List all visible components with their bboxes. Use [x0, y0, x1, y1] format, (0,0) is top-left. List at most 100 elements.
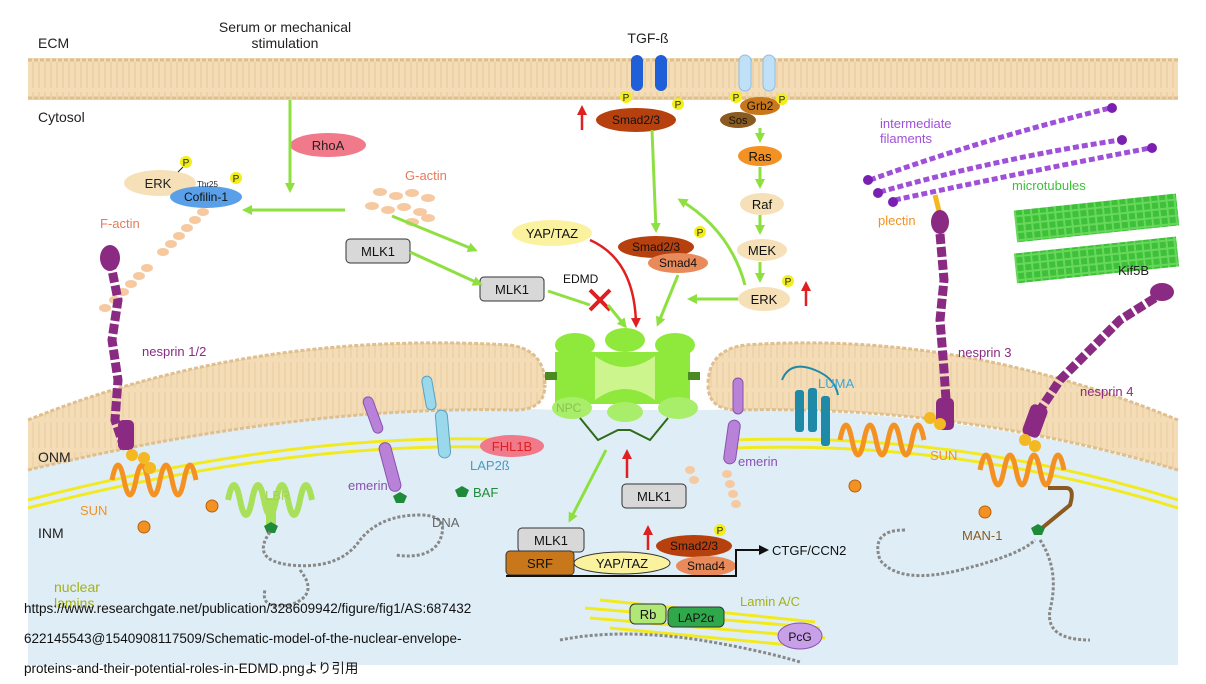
- sun-left-heads: [126, 449, 156, 474]
- smad23-membrane-label: Smad2/3: [612, 113, 660, 127]
- intermediate-filaments-label-line-1: intermediate: [880, 116, 952, 131]
- phospho-rtk-a-text: P: [733, 93, 740, 104]
- erk-label: ERK: [751, 292, 778, 307]
- actin-right: [722, 470, 741, 508]
- erk-left-label: ERK: [145, 176, 172, 191]
- region-onm: ONM: [38, 449, 71, 465]
- raf-ellipse: [740, 193, 784, 215]
- citation-line3[interactable]: proteins-and-their-potential-roles-in-ED…: [24, 661, 359, 676]
- dna-label: DNA: [432, 515, 460, 530]
- phospho-erk-left-text: P: [183, 158, 190, 169]
- sos-ellipse: [720, 112, 756, 128]
- rb-label: Rb: [640, 607, 657, 622]
- nesprin4-label: nesprin 4: [1080, 384, 1133, 399]
- emerin-left-label: emerin: [348, 478, 388, 493]
- rtk-receptor: [738, 54, 776, 92]
- smad23-nucleus-label: Smad2/3: [670, 539, 718, 553]
- red-arrows: [589, 238, 653, 550]
- cofilin-label: Cofilin-1: [184, 190, 228, 204]
- edmd-label: EDMD: [563, 272, 599, 286]
- dna-bottom: [559, 632, 801, 664]
- plectin-label: plectin: [878, 213, 916, 228]
- yap-taz-nucleus-label: YAP/TAZ: [596, 556, 648, 571]
- citation-line2[interactable]: 622145543@1540908117509/Schematic-model-…: [24, 631, 462, 646]
- yap-taz-label: YAP/TAZ: [526, 226, 578, 241]
- nesprin-12: [100, 245, 134, 452]
- region-inm: INM: [38, 525, 64, 541]
- mlk1-box-nucleus-a: [621, 483, 687, 509]
- phospho-cofilin: P: [230, 172, 242, 185]
- mlk1-box-cytosol-b: [479, 276, 545, 302]
- ctgf-label: CTGF/CCN2: [772, 543, 846, 558]
- phospho-smad-nucleus-text: P: [717, 526, 724, 537]
- sun-right-b-heads: [1019, 434, 1041, 452]
- sun-right-a: [837, 422, 927, 458]
- rb-box: [629, 603, 667, 625]
- lap2b: [421, 375, 469, 497]
- sun-left: [109, 462, 199, 498]
- sos-label: Sos: [729, 115, 748, 127]
- smad4-nucleus-label: Smad4: [687, 559, 725, 573]
- npc: [545, 328, 700, 442]
- citation: https://www.researchgate.net/publication…: [24, 594, 724, 684]
- lamin-ac-label: Lamin A/C: [740, 594, 800, 609]
- sun-right-b: [977, 452, 1067, 488]
- phospho-smad-membrane-text: P: [675, 100, 682, 111]
- stimulus-tgf: TGF-ß: [627, 30, 668, 46]
- f-actin-label: F-actin: [100, 216, 140, 231]
- rhoa-ellipse: [290, 133, 366, 157]
- nesprin-4: [1022, 283, 1174, 438]
- g-actin-label: G-actin: [405, 168, 447, 183]
- baf-label: BAF: [473, 485, 498, 500]
- lbr-tail: [266, 498, 276, 526]
- ras-label: Ras: [748, 149, 772, 164]
- phospho-smad-cytosol-text: P: [697, 228, 704, 239]
- lap2a-box: [667, 606, 725, 628]
- mlk1-nucleus-label-b: MLK1: [534, 533, 568, 548]
- smad4-cytosol-label: Smad4: [659, 256, 697, 270]
- g-actin-cluster: [365, 188, 435, 226]
- smad23-cytosol: [618, 236, 694, 258]
- srf-label: SRF: [527, 556, 553, 571]
- dna-left: [261, 513, 444, 608]
- pcg-ellipse: [777, 622, 823, 650]
- emerin-right-label: emerin: [738, 454, 778, 469]
- emerin-left: [362, 396, 407, 503]
- smad4-cytosol: [648, 253, 708, 273]
- cofilin-ellipse: [170, 186, 242, 208]
- microtubule-b: [1013, 236, 1180, 284]
- nuclear-lamins-line1: nuclear: [54, 579, 100, 595]
- pcg-label: PcG: [788, 630, 811, 644]
- rhoa-label: RhoA: [312, 138, 345, 153]
- raf-label: Raf: [752, 197, 773, 212]
- phospho-erk: P: [782, 275, 794, 288]
- citation-line1[interactable]: https://www.researchgate.net/publication…: [24, 601, 472, 616]
- stimulus-mechanical-line-2: stimulation: [252, 35, 319, 51]
- nuclear-lamina: [27, 437, 1179, 510]
- actin-nuclear: [685, 466, 699, 484]
- mek-ellipse: [737, 239, 787, 261]
- smad23-nucleus: [656, 535, 732, 557]
- sun-right-a-heads: [924, 412, 946, 430]
- region-cytosol: Cytosol: [38, 109, 85, 125]
- nuclear-lamins-line1-2: lamins: [54, 595, 94, 611]
- phospho-rtk-b-text: P: [779, 95, 786, 106]
- luma-label: LUMA: [818, 376, 854, 391]
- tgf-receptor: [631, 55, 667, 91]
- stimulus-mechanical-line-1: Serum or mechanical: [219, 19, 351, 35]
- luma: [781, 365, 839, 446]
- phospho-erk-text: P: [785, 277, 792, 288]
- nesprin3-label: nesprin 3: [958, 345, 1011, 360]
- man1-label: MAN-1: [962, 528, 1002, 543]
- ras-ellipse: [738, 146, 782, 166]
- green-arrows: [242, 100, 765, 523]
- sun-right-label: SUN: [930, 448, 957, 463]
- grb2-label: Grb2: [747, 99, 774, 113]
- smad4-nucleus: [676, 556, 736, 576]
- intermediate-filaments: [869, 105, 1151, 203]
- intermediate-filament-ends: [863, 103, 1157, 207]
- phospho-smad-nucleus: P: [714, 524, 726, 537]
- region-ecm: ECM: [38, 35, 69, 51]
- microtubules-label: microtubules: [1012, 178, 1086, 193]
